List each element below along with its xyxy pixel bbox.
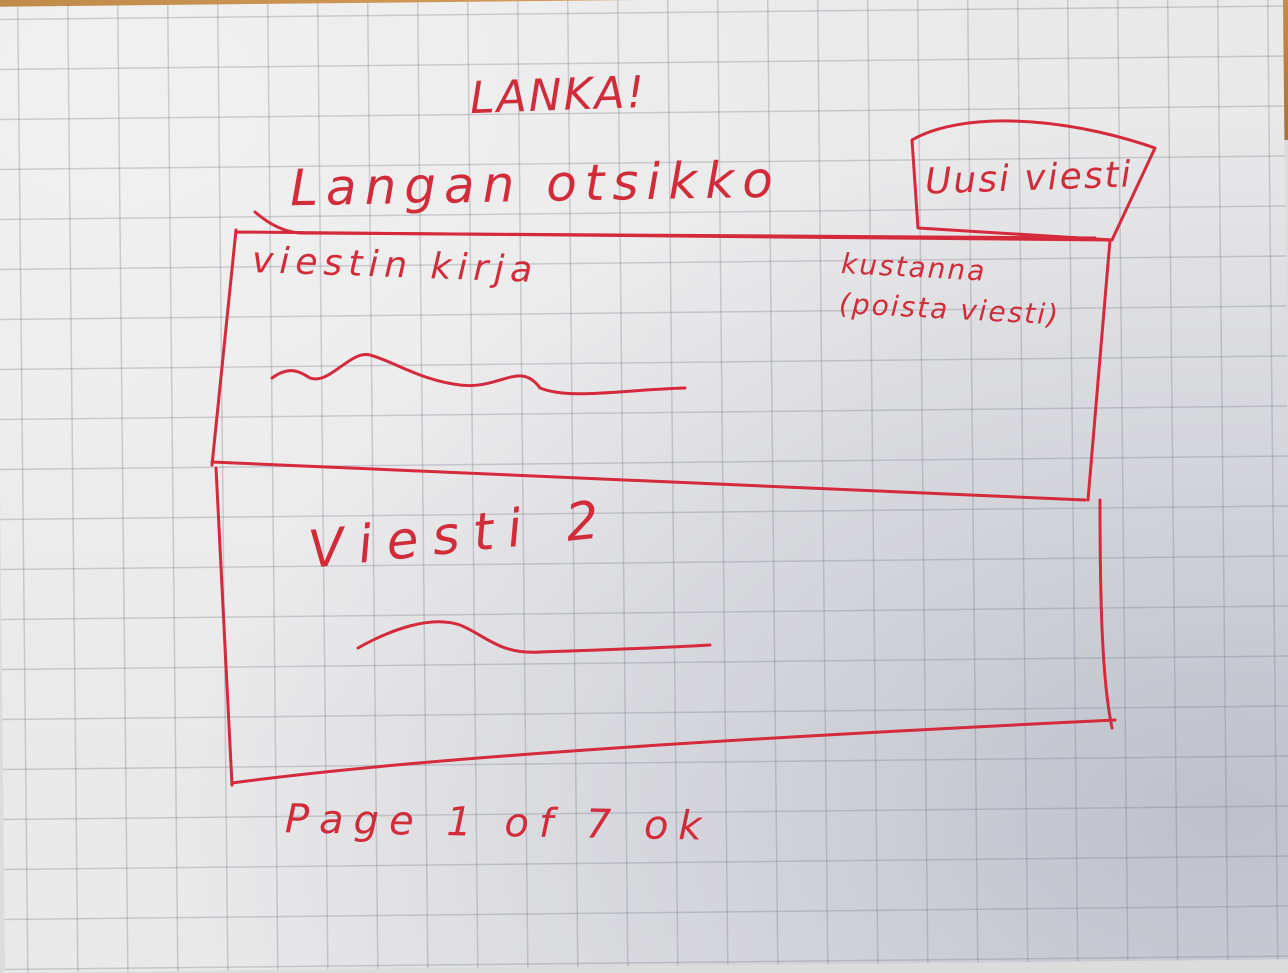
message-1-body-line: [270, 353, 687, 396]
app-title: LANKA!: [469, 66, 647, 125]
message-1-border: [210, 228, 1112, 502]
new-message-button[interactable]: Uusi viesti: [924, 154, 1134, 203]
message-1-delete-link[interactable]: kustanna (poista viesti): [838, 247, 1061, 332]
pagination-text[interactable]: Page 1 of 7 ok: [284, 796, 712, 850]
thread-title: Langan otsikko: [289, 150, 782, 218]
message-2-border: [214, 466, 1117, 787]
message-2-body-line: [356, 620, 712, 654]
new-button-border: [910, 119, 1157, 242]
